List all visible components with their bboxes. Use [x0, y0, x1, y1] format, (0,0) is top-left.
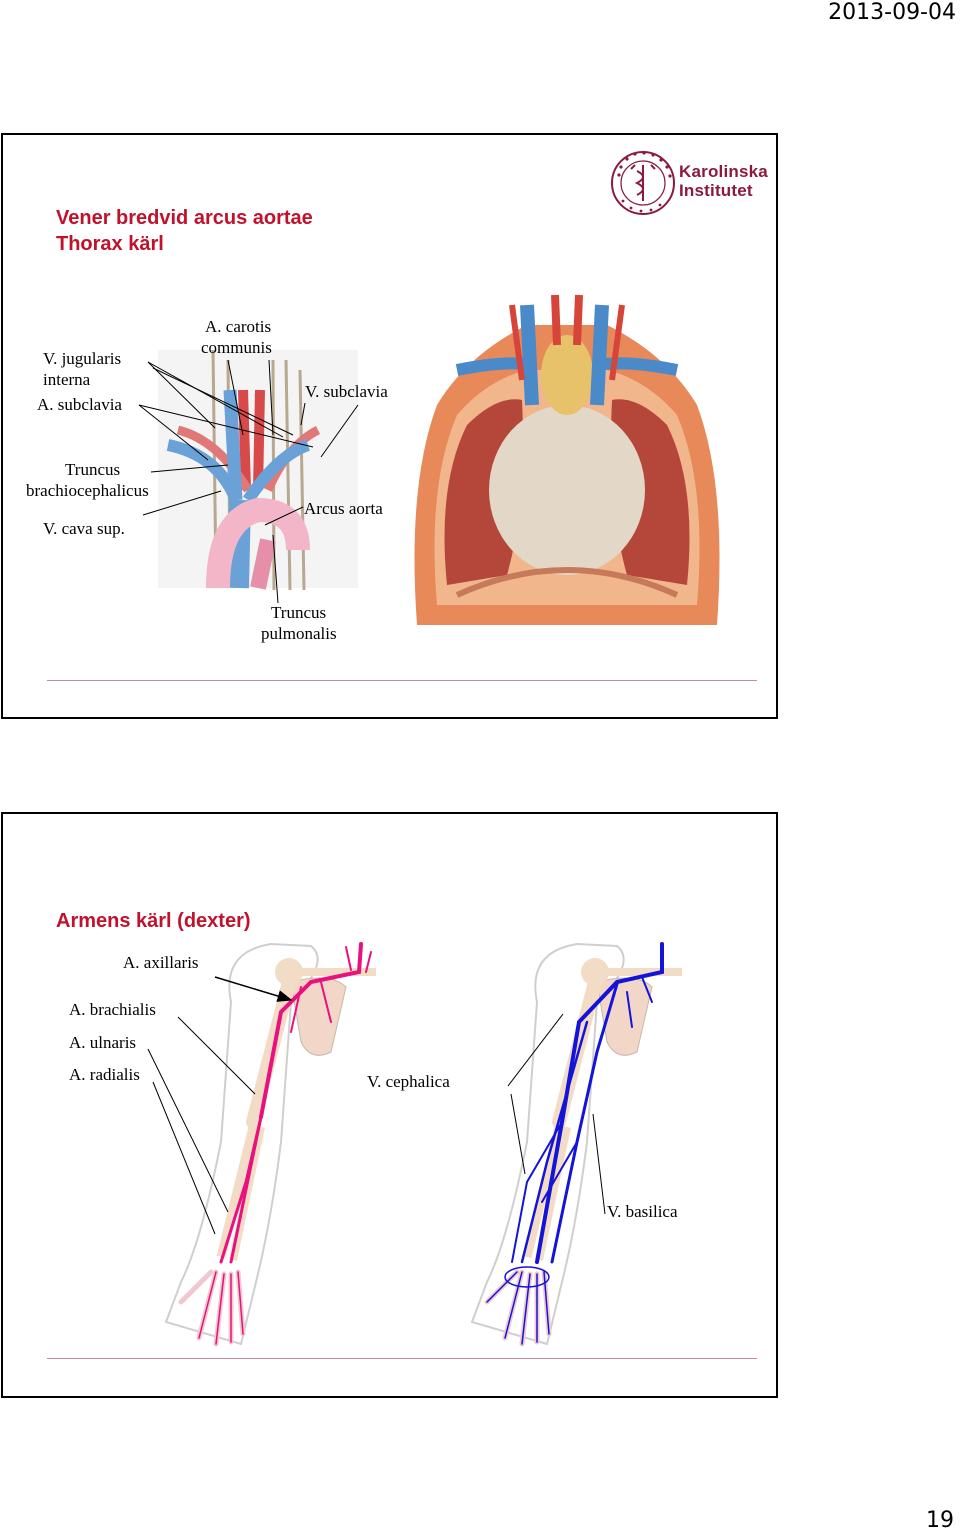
label-v-jugularis-2: interna — [43, 370, 91, 389]
label-truncus-brachio-1: Truncus — [65, 460, 121, 479]
label-a-radialis: A. radialis — [69, 1065, 140, 1084]
label-a-carotis-2: communis — [201, 338, 272, 357]
slide2-footer-rule — [47, 1358, 757, 1359]
label-a-axillaris: A. axillaris — [123, 953, 199, 972]
label-arcus-aorta: Arcus aorta — [304, 499, 383, 518]
aortic-arch-diagram — [158, 349, 358, 591]
slide-footer-rule — [47, 680, 757, 681]
karolinska-logo: Karolinska Institutet — [609, 149, 769, 219]
slide-thorax: Vener bredvid arcus aortae Thorax kärl K… — [1, 133, 778, 719]
label-v-basilica: V. basilica — [607, 1202, 678, 1221]
page-number: 19 — [926, 1508, 954, 1533]
arm-leader-lines — [147, 976, 606, 1235]
logo-line1: Karolinska — [679, 162, 768, 181]
label-v-cephalica: V. cephalica — [367, 1072, 450, 1091]
header-date: 2013-09-04 — [828, 0, 956, 25]
label-v-jugularis-1: V. jugularis — [43, 349, 122, 368]
artery-arm-illustration — [164, 942, 376, 1347]
label-truncus-pulm-2: pulmonalis — [261, 624, 337, 643]
label-truncus-brachio-2: brachiocephalicus — [26, 481, 149, 500]
label-v-cava: V. cava sup. — [43, 519, 125, 538]
slide-arm-vessels: Armens kärl (dexter) — [1, 812, 778, 1398]
label-a-subclavia: A. subclavia — [37, 395, 122, 414]
slide-title-line2: Thorax kärl — [56, 233, 164, 255]
slide-title-line1: Vener bredvid arcus aortae — [56, 207, 313, 229]
label-a-brachialis: A. brachialis — [69, 1000, 156, 1019]
thorax-leader-lines — [138, 359, 359, 604]
label-a-ulnaris: A. ulnaris — [69, 1033, 137, 1052]
logo-line2: Institutet — [679, 181, 753, 200]
label-v-subclavia: V. subclavia — [305, 382, 388, 401]
thorax-anatomy-illustration — [414, 294, 720, 625]
vein-arm-illustration — [470, 942, 682, 1347]
label-truncus-pulm-1: Truncus — [271, 603, 327, 622]
slide2-title: Armens kärl (dexter) — [56, 910, 251, 932]
seal-icon — [611, 151, 675, 215]
label-a-carotis-1: A. carotis — [205, 317, 272, 336]
